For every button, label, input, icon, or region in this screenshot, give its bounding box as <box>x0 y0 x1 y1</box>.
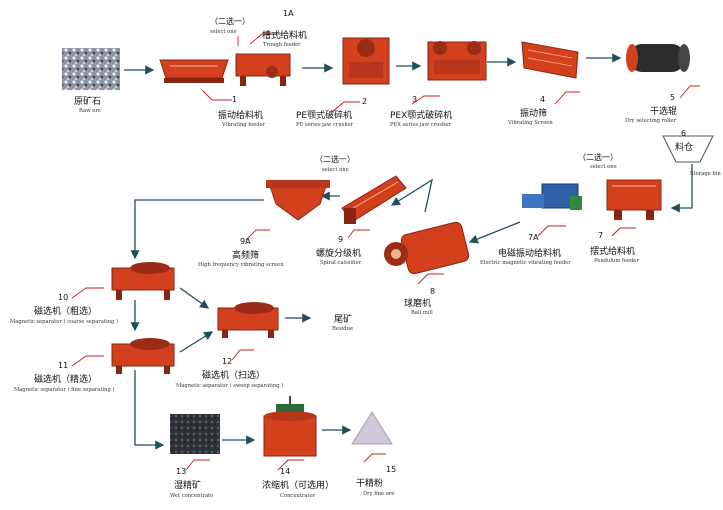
storage-bin-label-en: Storage bin <box>690 171 721 177</box>
vibrating-feeder-label-en: Vibrating feeder <box>221 122 266 128</box>
node-em-vibrating-feeder: 7A 电磁振动给料机 Electric magnetic vibrating f… <box>480 183 582 266</box>
node-concentrator: 14 浓缩机（可选用） Concentrator <box>262 396 334 499</box>
em-vibrating-feeder-number: 7A <box>528 233 539 242</box>
ball-mill-number: 8 <box>430 287 435 296</box>
dry-fine-ore-pile <box>351 411 393 445</box>
residue-label-en: Residue <box>332 326 353 332</box>
pe-jaw-crusher-label-en: PE series jaw crusher <box>296 122 354 128</box>
storage-bin-number: 6 <box>681 129 686 138</box>
select-one-label: （二选一） <box>315 154 355 164</box>
node-trough-feeder: 1A 槽式给料机 Trough feeder <box>235 9 307 86</box>
residue-label: 尾矿 <box>334 313 352 325</box>
dry-fine-ore-number: 15 <box>386 465 396 474</box>
node-hf-screen: 9A 高频筛 High frequency vibrating screen <box>198 180 330 268</box>
magnetic-sweep-label-en: Magnetic separator ( sweep separating ) <box>176 382 283 389</box>
wet-concentrate-label: 湿精矿 <box>174 479 201 491</box>
node-pe-jaw-crusher: 2 PE颚式破碎机 PE series jaw crusher <box>296 37 390 128</box>
dry-selecting-roller-label: 干选辊 <box>650 105 677 117</box>
node-magnetic-fine: 11 磁选机（精选） Magnetic separator ( fine sep… <box>14 338 175 393</box>
select-one-middle: （二选一） select one <box>315 154 355 173</box>
dry-fine-ore-label: 干精粉 <box>356 477 383 489</box>
pendulum-feeder-label: 摆式给料机 <box>590 245 635 257</box>
node-vibrating-feeder: 1 振动给料机 Vibrating feeder <box>159 59 266 128</box>
select-one-label: （二选一） <box>210 16 250 26</box>
select-one-label-en: select one <box>210 29 237 35</box>
raw-ore-label: 原矿石 <box>74 95 101 107</box>
node-spiral-classifier: 9 螺旋分级机 Spiral calssifier <box>316 175 407 266</box>
wet-concentrate-number: 13 <box>176 467 186 476</box>
select-one-label-en: select one <box>590 164 617 170</box>
pe-jaw-crusher-label: PE颚式破碎机 <box>296 109 352 121</box>
em-vibrating-feeder-label: 电磁振动给料机 <box>498 247 561 259</box>
trough-feeder-number: 1A <box>283 9 294 18</box>
hf-screen-label-en: High frequency vibrating screen <box>198 262 284 268</box>
trough-feeder-label: 槽式给料机 <box>262 29 307 41</box>
vibrating-screen-label-en: Vibrating Screen <box>507 120 553 126</box>
dry-selecting-roller-number: 5 <box>670 93 675 102</box>
concentrator-label: 浓缩机（可选用） <box>262 479 334 491</box>
select-one-label: （二选一） <box>578 152 618 162</box>
storage-bin-label: 料仓 <box>675 141 693 153</box>
magnetic-fine-label-en: Magnetic separator ( fine separating ) <box>14 386 114 393</box>
pex-jaw-crusher-label: PEX颚式破碎机 <box>390 109 452 121</box>
dry-selecting-roller-label-en: Dry selecting roller <box>625 118 677 124</box>
select-one-right: （二选一） select one <box>578 152 618 170</box>
vibrating-screen-number: 4 <box>540 95 545 104</box>
flow-arrows <box>124 53 693 450</box>
node-residue: 尾矿 Residue <box>332 313 353 332</box>
node-vibrating-screen: 4 振动筛 Vibrating Screen <box>507 41 580 126</box>
em-vibrating-feeder-label-en: Electric magnetic vibrating feeder <box>480 260 571 266</box>
node-pex-jaw-crusher: 3 PEX颚式破碎机 PEX series jaw crusher <box>390 41 487 128</box>
spiral-classifier-label-en: Spiral calssifier <box>320 260 362 266</box>
node-raw-ore: 原矿石 Raw ore <box>62 48 120 114</box>
node-magnetic-sweep: 12 磁选机（扫选） Magnetic separator ( sweep se… <box>176 302 283 389</box>
vibrating-feeder-label: 振动给料机 <box>218 109 263 121</box>
concentrator-label-en: Concentrator <box>280 493 316 499</box>
ball-mill-label-en: Ball mill <box>411 310 433 316</box>
magnetic-coarse-number: 10 <box>58 293 68 302</box>
pendulum-feeder-number: 7 <box>598 231 603 240</box>
wet-concentrate-image <box>170 414 220 454</box>
select-one-top: （二选一） select one <box>210 16 250 46</box>
hf-screen-label: 高频筛 <box>232 249 259 261</box>
node-pendulum-feeder: 7 摆式给料机 Pendulum feeder <box>590 179 662 264</box>
vibrating-screen-label: 振动筛 <box>520 107 547 119</box>
magnetic-sweep-number: 12 <box>222 357 232 366</box>
magnetic-sweep-label: 磁选机（扫选） <box>202 369 265 381</box>
node-ball-mill: 8 球磨机 Ball mill <box>384 221 470 316</box>
pendulum-feeder-label-en: Pendulum feeder <box>594 258 639 264</box>
dry-fine-ore-label-en: Dry fine ore <box>363 491 394 497</box>
pex-jaw-crusher-number: 3 <box>412 95 417 104</box>
hf-screen-number: 9A <box>240 237 251 246</box>
pex-jaw-crusher-label-en: PEX series jaw crusher <box>390 122 451 128</box>
select-one-label-en: select one <box>322 167 349 173</box>
magnetic-fine-number: 11 <box>58 361 68 370</box>
raw-ore-image <box>62 48 120 90</box>
magnetic-coarse-label-en: Magnetic separator ( coarse separating ) <box>10 318 118 325</box>
node-dry-selecting-roller: 5 干选辊 Dry selecting roller <box>625 44 700 124</box>
node-storage-bin: 6 料仓 Storage bin <box>662 129 721 177</box>
spiral-classifier-number: 9 <box>338 235 343 244</box>
concentrator-number: 14 <box>280 467 290 476</box>
vibrating-feeder-number: 1 <box>232 95 237 104</box>
trough-feeder-label-en: Trough feeder <box>263 42 301 48</box>
wet-concentrate-label-en: Wet concentrate <box>170 493 213 499</box>
magnetic-fine-label: 磁选机（精选） <box>34 373 97 385</box>
pe-jaw-crusher-number: 2 <box>362 97 367 106</box>
raw-ore-label-en: Raw ore <box>79 108 101 114</box>
node-dry-fine-ore: 15 干精粉 Dry fine ore <box>351 411 396 497</box>
node-wet-concentrate: 13 湿精矿 Wet concentrate <box>170 414 220 499</box>
magnetic-coarse-label: 磁选机（粗选） <box>34 305 97 317</box>
spiral-classifier-label: 螺旋分级机 <box>316 247 361 259</box>
ball-mill-label: 球磨机 <box>404 297 431 309</box>
node-magnetic-coarse: 10 磁选机（粗选） Magnetic separator ( coarse s… <box>10 262 175 325</box>
